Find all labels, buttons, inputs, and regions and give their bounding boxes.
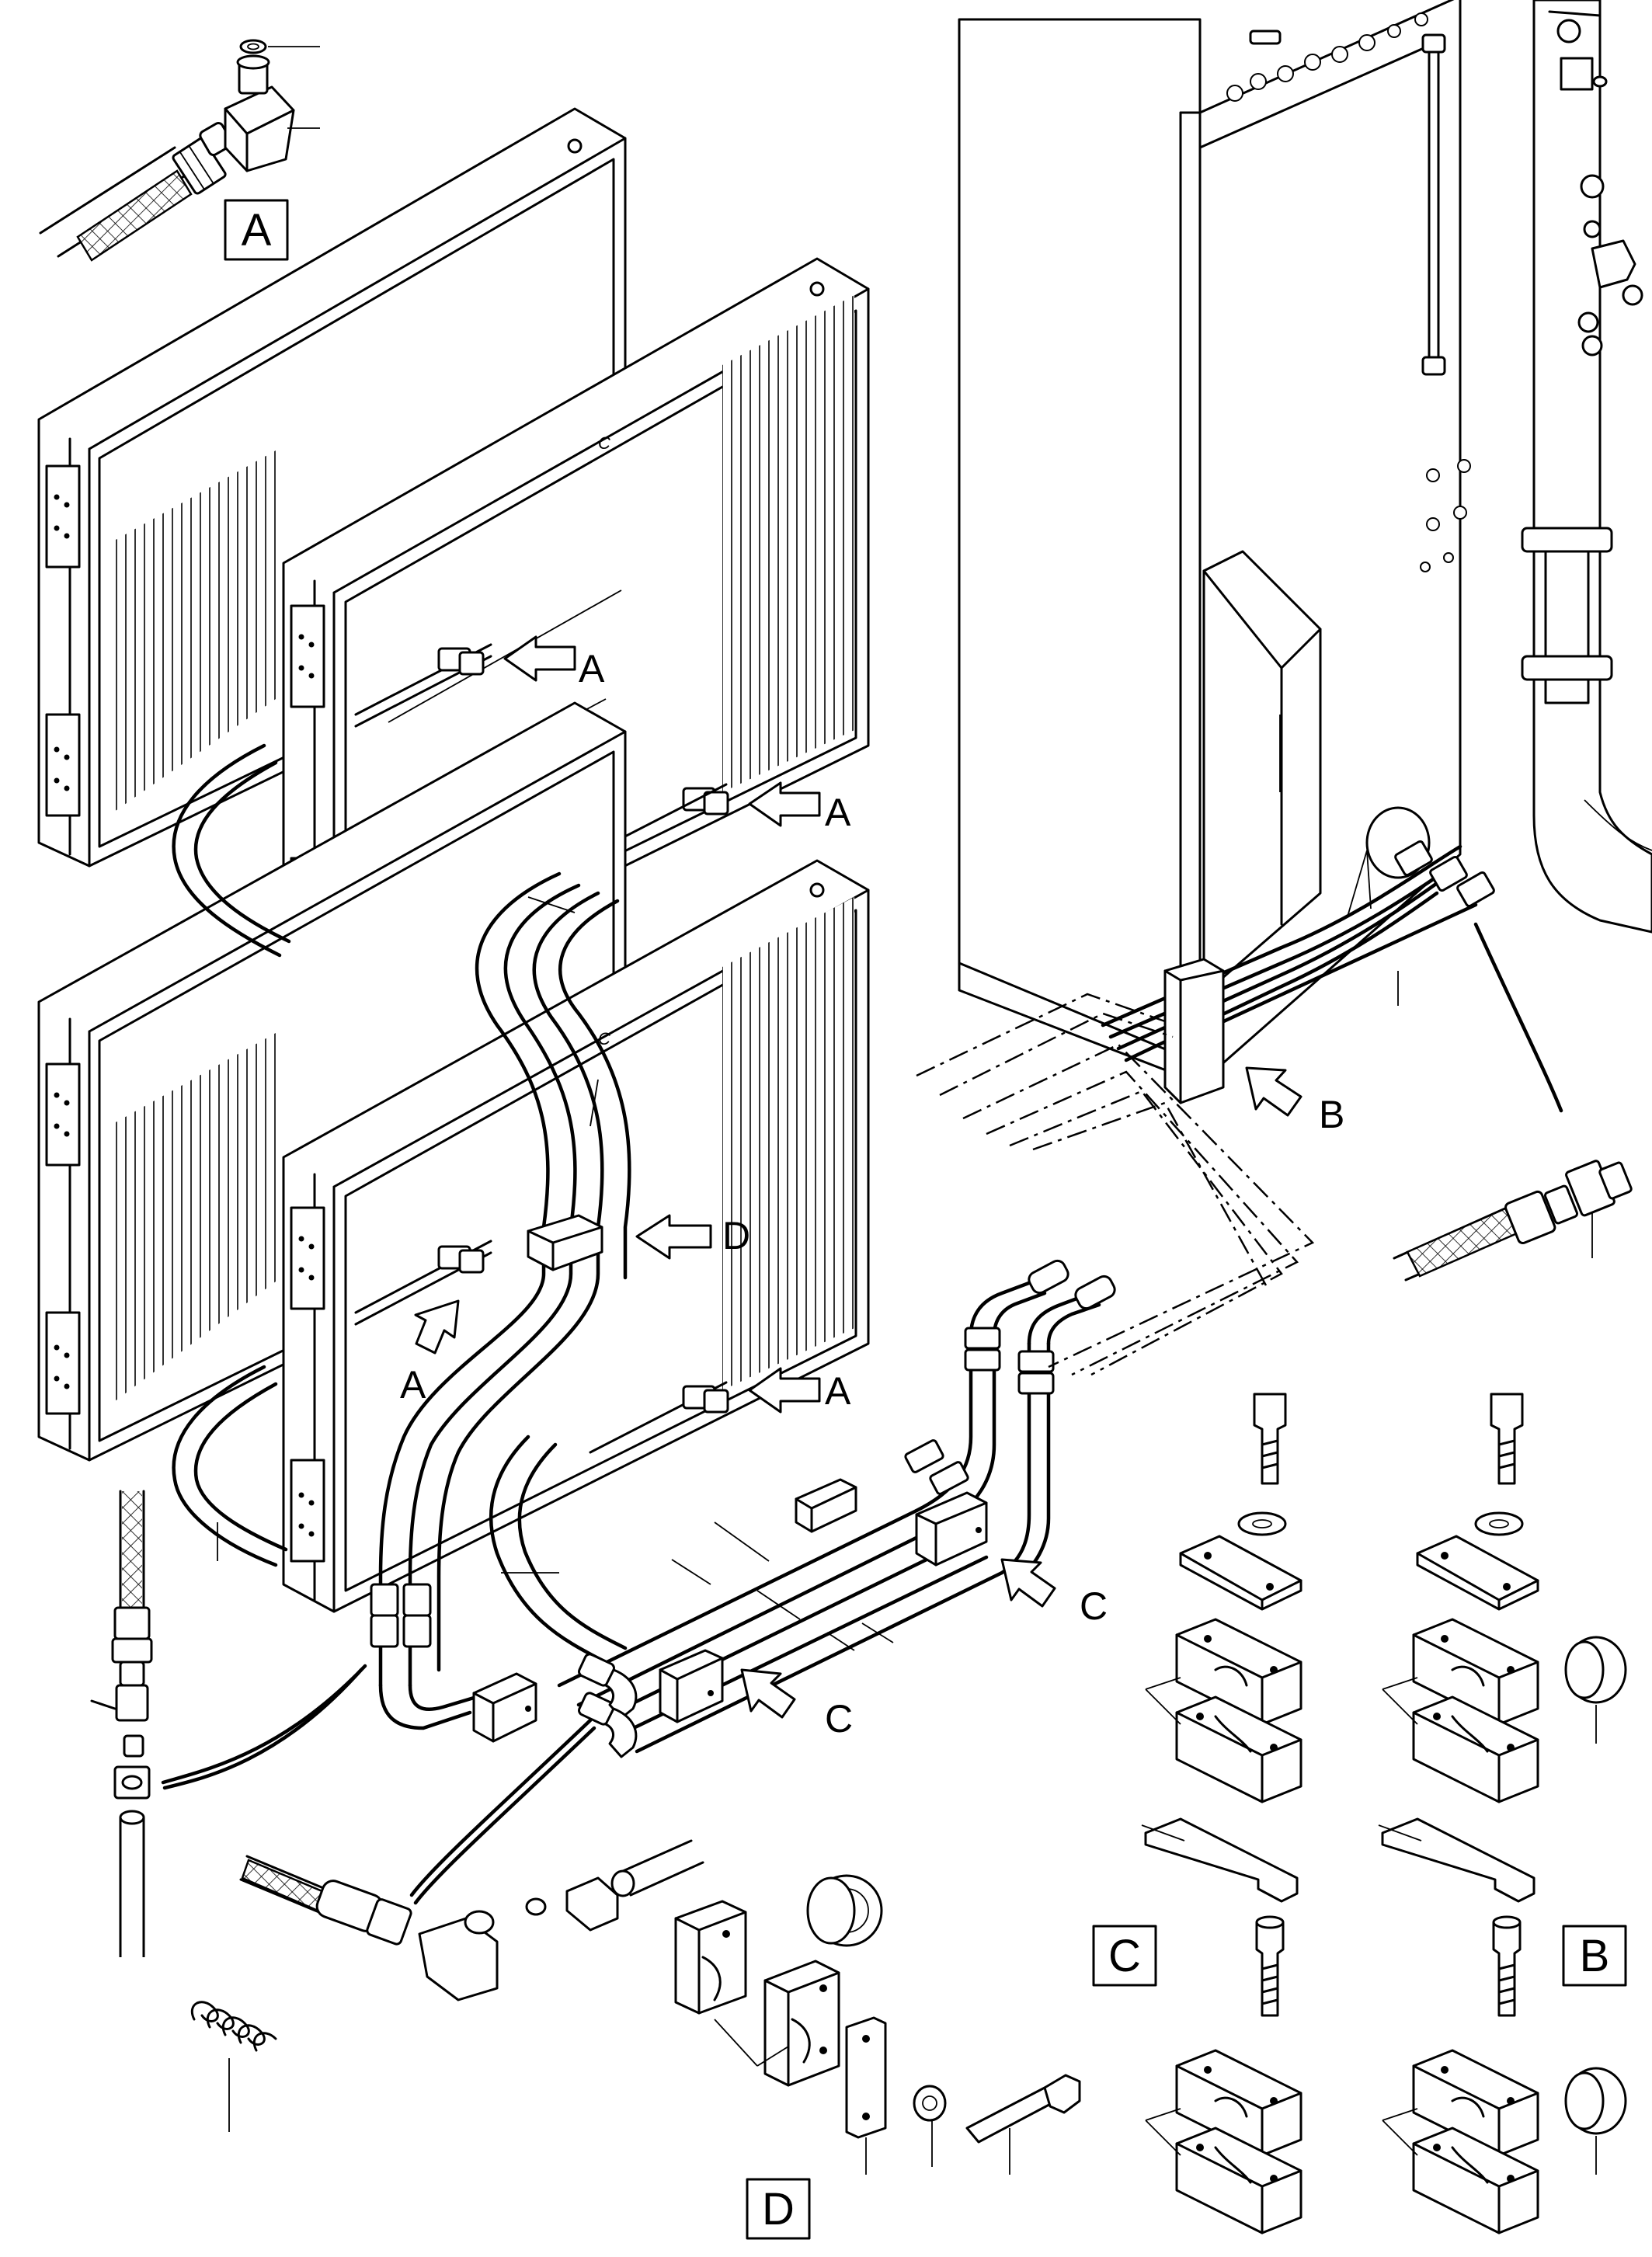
cooler-connecting-hoses	[172, 743, 291, 1567]
detail-label-c: C	[1108, 1931, 1141, 1981]
detail-label-box-d	[746, 2178, 811, 2240]
detail-label-box-b	[1562, 1925, 1627, 1987]
svg-text:B: B	[1319, 1093, 1344, 1136]
callout-arrow-b: B	[1245, 1066, 1344, 1136]
left-coupling-detail	[90, 1490, 367, 1957]
svg-text:C: C	[598, 433, 610, 453]
detail-d-parts	[674, 1874, 1081, 2175]
svg-text:C: C	[825, 1697, 853, 1741]
callout-arrow-a-1: A	[503, 635, 605, 690]
callout-arrow-d: D	[635, 1214, 750, 1260]
vertical-pipe	[1521, 0, 1652, 934]
detail-label-box-a	[224, 199, 289, 261]
machine-frame	[958, 0, 1471, 1085]
svg-text:C: C	[598, 1029, 610, 1049]
callout-arrow-a-4: A	[748, 1367, 851, 1414]
svg-text:C: C	[1080, 1584, 1108, 1628]
callout-arrow-c-1: C	[1000, 1558, 1108, 1628]
hose-route-dashdot	[916, 993, 1315, 1376]
callout-arrow-a-2: A	[748, 781, 851, 834]
detail-label-b: B	[1580, 1931, 1610, 1981]
detail-label-a: A	[242, 205, 272, 256]
svg-text:D: D	[722, 1214, 750, 1257]
detail-label-box-c	[1092, 1925, 1157, 1987]
elbow-fitting-detail	[239, 1718, 704, 2001]
detail-a-fitting	[39, 39, 320, 262]
hose-clamp-d	[527, 1214, 603, 1271]
detail-label-d: D	[762, 2184, 795, 2234]
svg-text:A: A	[400, 1363, 426, 1407]
frame-hose-bundle	[1101, 806, 1495, 1104]
detail-b-parts	[1378, 1393, 1627, 2234]
svg-text:A: A	[825, 791, 851, 834]
spring-part	[190, 2001, 277, 2132]
detail-c-parts	[1141, 1393, 1302, 2234]
svg-text:A: A	[825, 1369, 851, 1413]
callout-arrow-c-2: C	[740, 1668, 853, 1741]
callout-arrow-a-3: A	[400, 1299, 460, 1407]
svg-text:A: A	[579, 647, 605, 690]
hose-connector-detail	[1393, 922, 1633, 1282]
tube-manifold	[370, 1259, 1116, 1758]
